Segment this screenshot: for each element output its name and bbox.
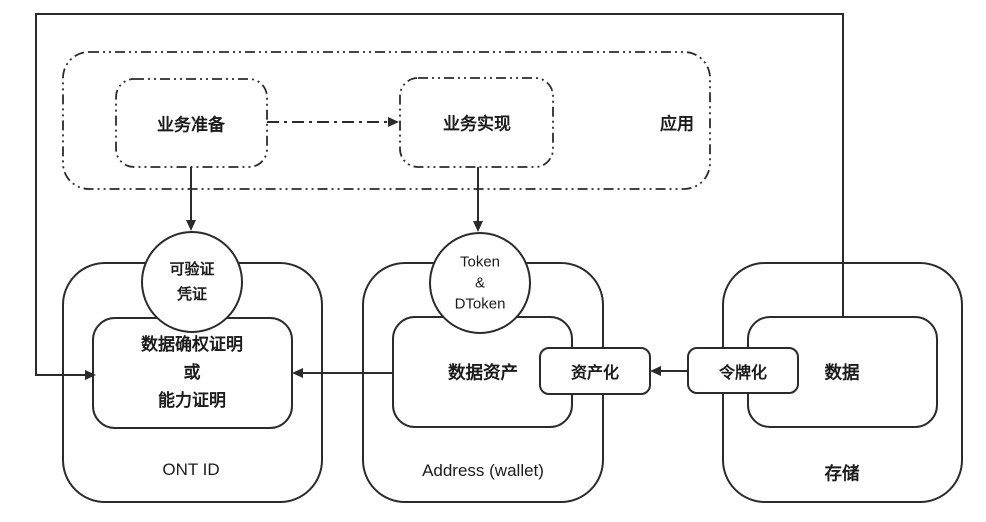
tokenize-box-shape [687, 347, 799, 394]
arrowhead-into-proof-left [85, 370, 96, 380]
connector-data-to-proof [35, 13, 844, 376]
arrowhead-into-token [473, 221, 483, 232]
business-prepare-box-shape [115, 78, 268, 168]
arrowhead-into-proof-right [292, 368, 303, 378]
arrowhead-into-credential [186, 220, 196, 231]
arrowhead-into-assetize [650, 366, 661, 376]
application-container-box [62, 51, 711, 190]
arrowhead-into-implement [388, 117, 399, 127]
business-implement-box-shape [399, 77, 554, 168]
credential-circle-shape [141, 231, 243, 333]
token-circle-shape [429, 232, 531, 334]
proof-box-shape [92, 317, 293, 429]
assetize-box-shape [539, 347, 651, 395]
